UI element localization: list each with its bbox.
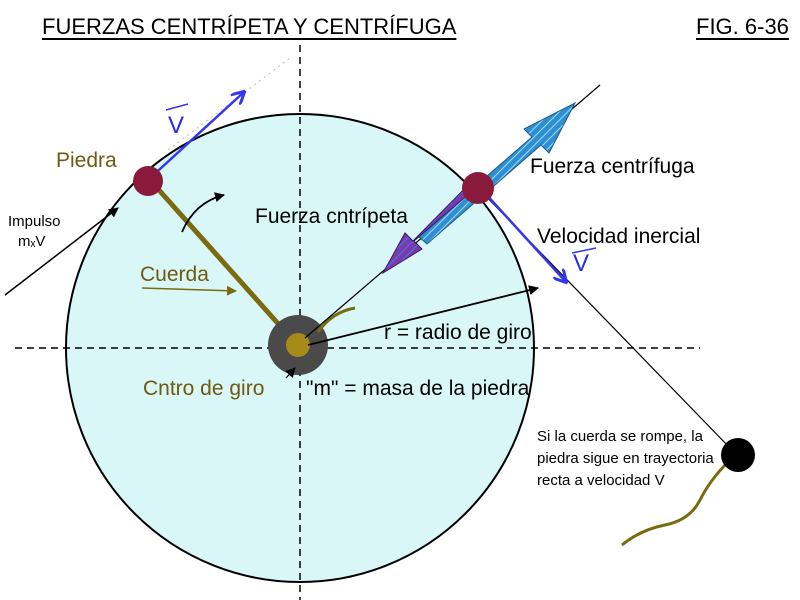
impulse-arrow [4, 207, 119, 296]
curved-arrow [181, 192, 225, 233]
figure-number: FIG. 6-36 [696, 14, 789, 39]
centripetal-label: Fuerza cntrípeta [255, 205, 408, 228]
stone-left [133, 166, 163, 196]
broken-string [621, 460, 730, 547]
stone-label: Piedra [56, 149, 117, 172]
string-label: Cuerda [140, 263, 209, 286]
impulse-label: Impulso [8, 213, 61, 230]
velocity-label-right: V [573, 250, 590, 277]
page-title: FUERZAS CENTRÍPETA Y CENTRÍFUGA [42, 14, 457, 39]
vector-bar-right [571, 247, 597, 254]
break-note: Si la cuerda se rompe, la piedra sigue e… [537, 428, 714, 489]
velocity-arrow-right [483, 191, 566, 282]
impulse-formula: mₓV [18, 233, 46, 250]
centrifugal-label: Fuerza centrífuga [530, 155, 695, 178]
velocity-label-top: V [168, 112, 185, 139]
hub-tail [316, 306, 356, 333]
stone-right [462, 172, 494, 204]
centrifugal-arrow [417, 101, 577, 245]
radius-label: r = radio de giro [384, 321, 532, 344]
string-pointer [141, 285, 237, 296]
inertial-velocity-label: Velocidad inercial [537, 225, 701, 248]
mass-label: "m" = masa de la piedra [306, 377, 530, 400]
vector-bar-top [165, 103, 189, 111]
center-pointer [285, 367, 296, 379]
center-pin [286, 333, 310, 357]
radius-arrow [307, 285, 539, 346]
string-line [148, 178, 300, 348]
velocity-arrow-top [147, 92, 244, 181]
tangent-continuation [167, 57, 291, 151]
center-label: Cntro de giro [143, 377, 265, 400]
escaped-stone [721, 438, 755, 472]
